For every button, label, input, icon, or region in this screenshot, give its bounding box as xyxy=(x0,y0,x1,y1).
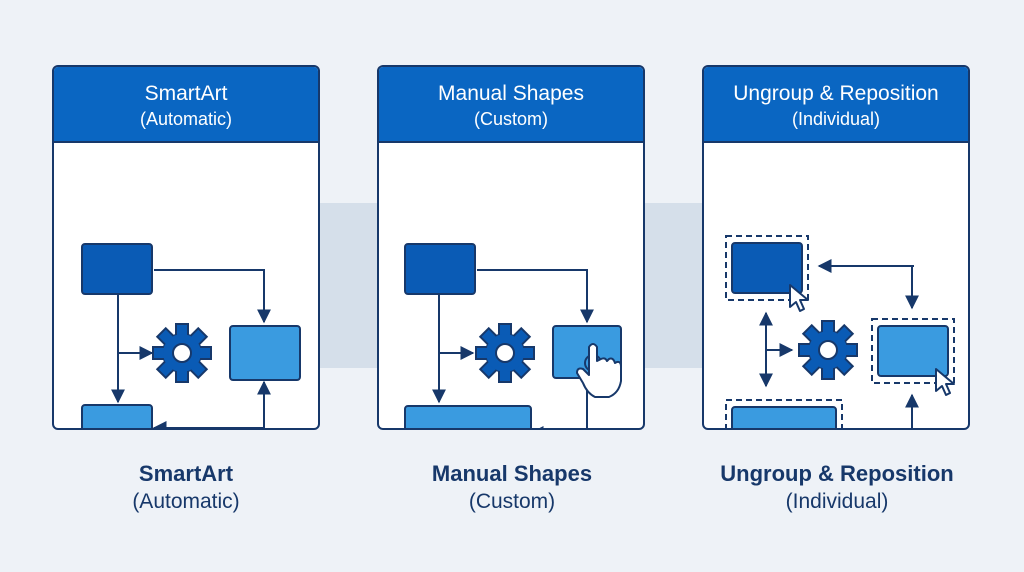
connector-arrow xyxy=(154,269,271,324)
diagram-box-dark xyxy=(81,243,153,295)
caption-title: Ungroup & Reposition xyxy=(720,461,954,486)
caption-title: Manual Shapes xyxy=(431,461,593,486)
caption-title: SmartArt xyxy=(138,461,234,486)
panel-header: Manual Shapes (Custom) xyxy=(379,67,643,143)
diagram-box-dark xyxy=(404,243,476,295)
gear-icon xyxy=(475,323,535,383)
diagram-box-wide xyxy=(404,405,532,428)
gear-icon xyxy=(152,323,212,383)
diagram-box-light xyxy=(81,404,153,428)
caption-ungroup-reposition: Ungroup & Reposition (Individual) xyxy=(687,460,987,516)
caption-subtitle: (Individual) xyxy=(785,490,889,513)
connector-arrow xyxy=(152,380,271,428)
caption-subtitle: (Custom) xyxy=(468,490,556,513)
ungroup-diagram xyxy=(725,235,955,428)
selection-outline xyxy=(871,318,955,384)
hand-pointer-icon xyxy=(576,343,622,398)
caption-manual-shapes: Manual Shapes (Custom) xyxy=(362,460,662,516)
panel-header: SmartArt (Automatic) xyxy=(54,67,318,143)
panel-manual-shapes: Manual Shapes (Custom) xyxy=(377,65,645,430)
gear-icon xyxy=(798,320,858,380)
panel-subtitle: (Custom) xyxy=(473,109,548,129)
diagram-box-light xyxy=(877,325,949,377)
manual-shapes-diagram xyxy=(404,243,622,428)
panel-title: SmartArt xyxy=(144,82,228,105)
panel-subtitle: (Automatic) xyxy=(139,109,233,129)
diagram-box-light xyxy=(229,325,301,381)
panel-ungroup-reposition: Ungroup & Reposition (Individual) xyxy=(702,65,970,430)
smartart-diagram xyxy=(81,243,301,428)
panel-title: Manual Shapes xyxy=(438,82,584,105)
connector-arrow xyxy=(477,269,594,324)
caption-smartart: SmartArt (Automatic) xyxy=(36,460,336,516)
connector-arrow xyxy=(529,379,588,428)
panel-header: Ungroup & Reposition (Individual) xyxy=(704,67,968,143)
diagram-box-dark xyxy=(731,242,803,294)
panel-subtitle: (Individual) xyxy=(791,109,881,129)
selection-outline xyxy=(725,235,809,301)
diagram-box-wide xyxy=(731,406,837,428)
panel-smartart: SmartArt (Automatic) xyxy=(52,65,320,430)
panel-title: Ungroup & Reposition xyxy=(733,82,939,105)
caption-subtitle: (Automatic) xyxy=(132,490,240,513)
connector-arrow xyxy=(852,393,919,428)
connector-arrow xyxy=(817,259,919,310)
